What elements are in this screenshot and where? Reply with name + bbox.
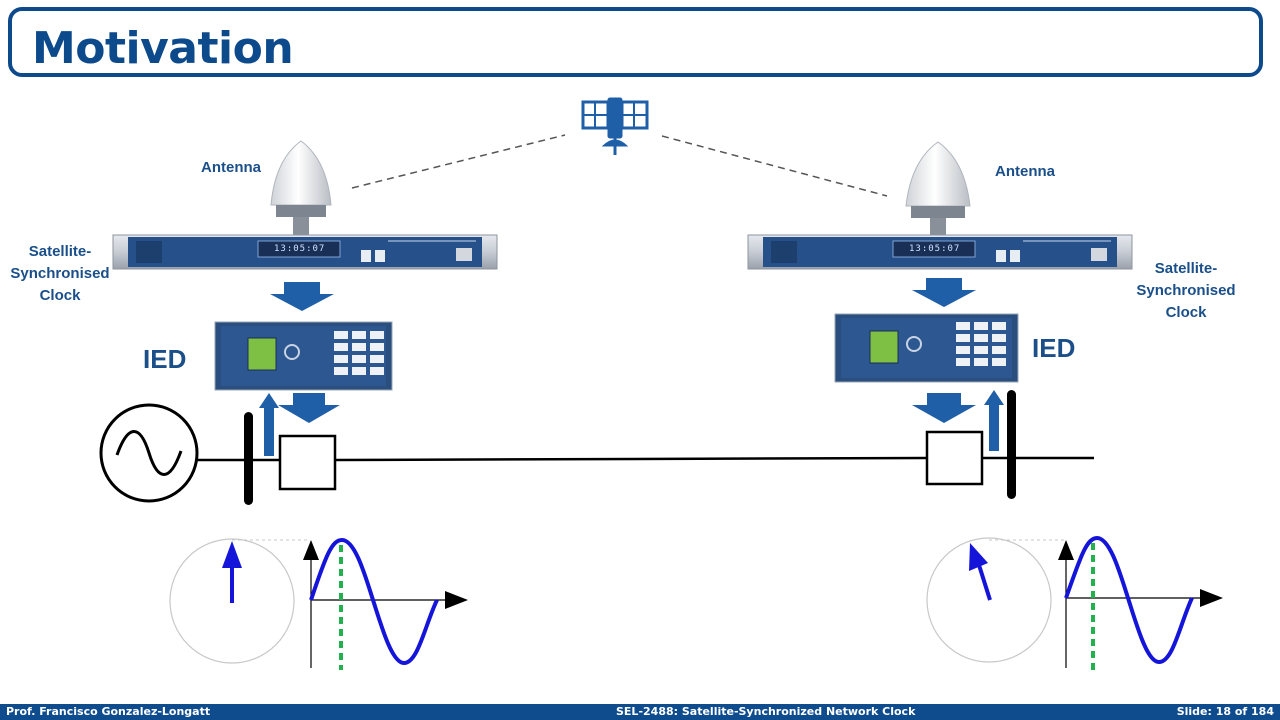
antenna-dome-icon: [270, 140, 332, 237]
satellite-clock-unit: [112, 234, 498, 270]
clock-label: Satellite- Synchronised Clock: [10, 243, 110, 304]
synchronisation-diagram: [99, 97, 1223, 670]
ied-relay: [214, 321, 393, 391]
antenna-dome-icon: [905, 141, 971, 238]
down-arrow-icon: [912, 278, 976, 307]
power-line: [334, 456, 928, 462]
ied-label: IED: [143, 344, 187, 374]
up-arrow-icon: [984, 390, 1004, 451]
satellite-link-right: [661, 135, 888, 197]
clock-label: Satellite- Synchronised Clock: [1136, 260, 1236, 321]
phasor-diagram: [169, 538, 309, 664]
phasor-diagram: [926, 537, 1066, 663]
footer-slide-number: Slide: 18 of 184: [1176, 705, 1274, 718]
satellite-clock-unit: [747, 234, 1133, 270]
antenna-label: Antenna: [201, 159, 261, 176]
footer-author: Prof. Francisco Gonzalez-Longatt: [6, 705, 211, 718]
up-arrow-icon: [259, 393, 279, 456]
satellite-icon: [581, 97, 649, 155]
down-arrow-icon: [278, 393, 340, 423]
waveform-plot: [303, 537, 468, 670]
busbar: [244, 412, 253, 505]
ac-source-icon: [99, 403, 199, 503]
title-frame: Motivation: [8, 7, 1263, 77]
circuit-breaker: [925, 430, 984, 486]
circuit-breaker: [278, 434, 337, 491]
footer-topic: SEL-2488: Satellite-Synchronized Network…: [616, 705, 916, 718]
antenna-label: Antenna: [995, 163, 1055, 180]
busbar: [1007, 390, 1016, 499]
ied-relay: [834, 313, 1019, 383]
clock-display: 13:05:07: [909, 244, 961, 254]
clock-display: 13:05:07: [274, 244, 326, 254]
slide-title: Motivation: [32, 23, 294, 74]
waveform-plot: [1058, 535, 1223, 670]
down-arrow-icon: [270, 282, 334, 311]
satellite-link-left: [351, 134, 566, 189]
down-arrow-icon: [912, 393, 976, 423]
ied-label: IED: [1032, 333, 1076, 363]
footer-bar: Prof. Francisco Gonzalez-Longatt SEL-248…: [0, 704, 1280, 720]
